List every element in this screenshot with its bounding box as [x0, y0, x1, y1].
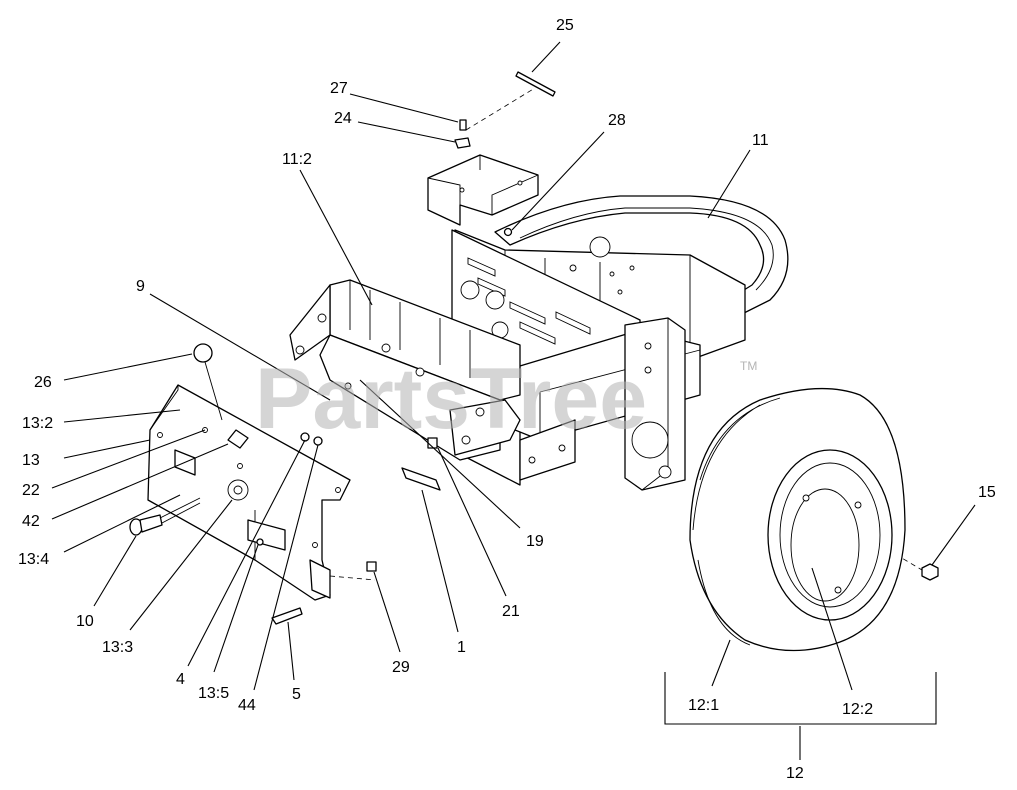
callout-24: 24 [334, 110, 352, 127]
callout-12-1: 12:1 [688, 697, 719, 714]
callout-22: 22 [22, 482, 40, 499]
callout-13-2: 13:2 [22, 415, 53, 432]
callout-4: 4 [176, 671, 185, 688]
callout-13: 13 [22, 452, 40, 469]
callout-13-4: 13:4 [18, 551, 49, 568]
callout-29: 29 [392, 659, 410, 676]
fasteners [129, 71, 939, 625]
callout-25: 25 [556, 17, 574, 34]
callout-labels: 25 27 24 28 11:2 11 9 26 13:2 13 22 42 1… [18, 17, 996, 782]
callout-27: 27 [330, 80, 348, 97]
callout-12-2: 12:2 [842, 701, 873, 718]
callout-19: 19 [526, 533, 544, 550]
callout-10: 10 [76, 613, 94, 630]
watermark-text: PartsTree [255, 351, 647, 447]
callout-11: 11 [752, 132, 769, 149]
callout-12: 12 [786, 765, 804, 782]
callout-26: 26 [34, 374, 52, 391]
watermark: PartsTree TM [255, 351, 757, 447]
wheel-assembly [689, 387, 906, 652]
callout-15: 15 [978, 484, 996, 501]
front-cover-panel [147, 384, 351, 601]
callout-5: 5 [292, 686, 301, 703]
callout-21: 21 [502, 603, 520, 620]
callout-42: 42 [22, 513, 40, 530]
top-bracket-plate [427, 154, 539, 226]
callout-1: 1 [457, 639, 466, 656]
callout-13-5: 13:5 [198, 685, 229, 702]
callout-28: 28 [608, 112, 626, 129]
callout-44: 44 [238, 697, 256, 714]
leader-lines [51, 41, 976, 760]
callout-13-3: 13:3 [102, 639, 133, 656]
front-channel-assembly [289, 279, 521, 461]
callout-11-2: 11:2 [282, 151, 312, 168]
wheel-group-bracket [664, 672, 937, 725]
watermark-mark: TM [740, 359, 757, 373]
callout-9: 9 [136, 278, 145, 295]
